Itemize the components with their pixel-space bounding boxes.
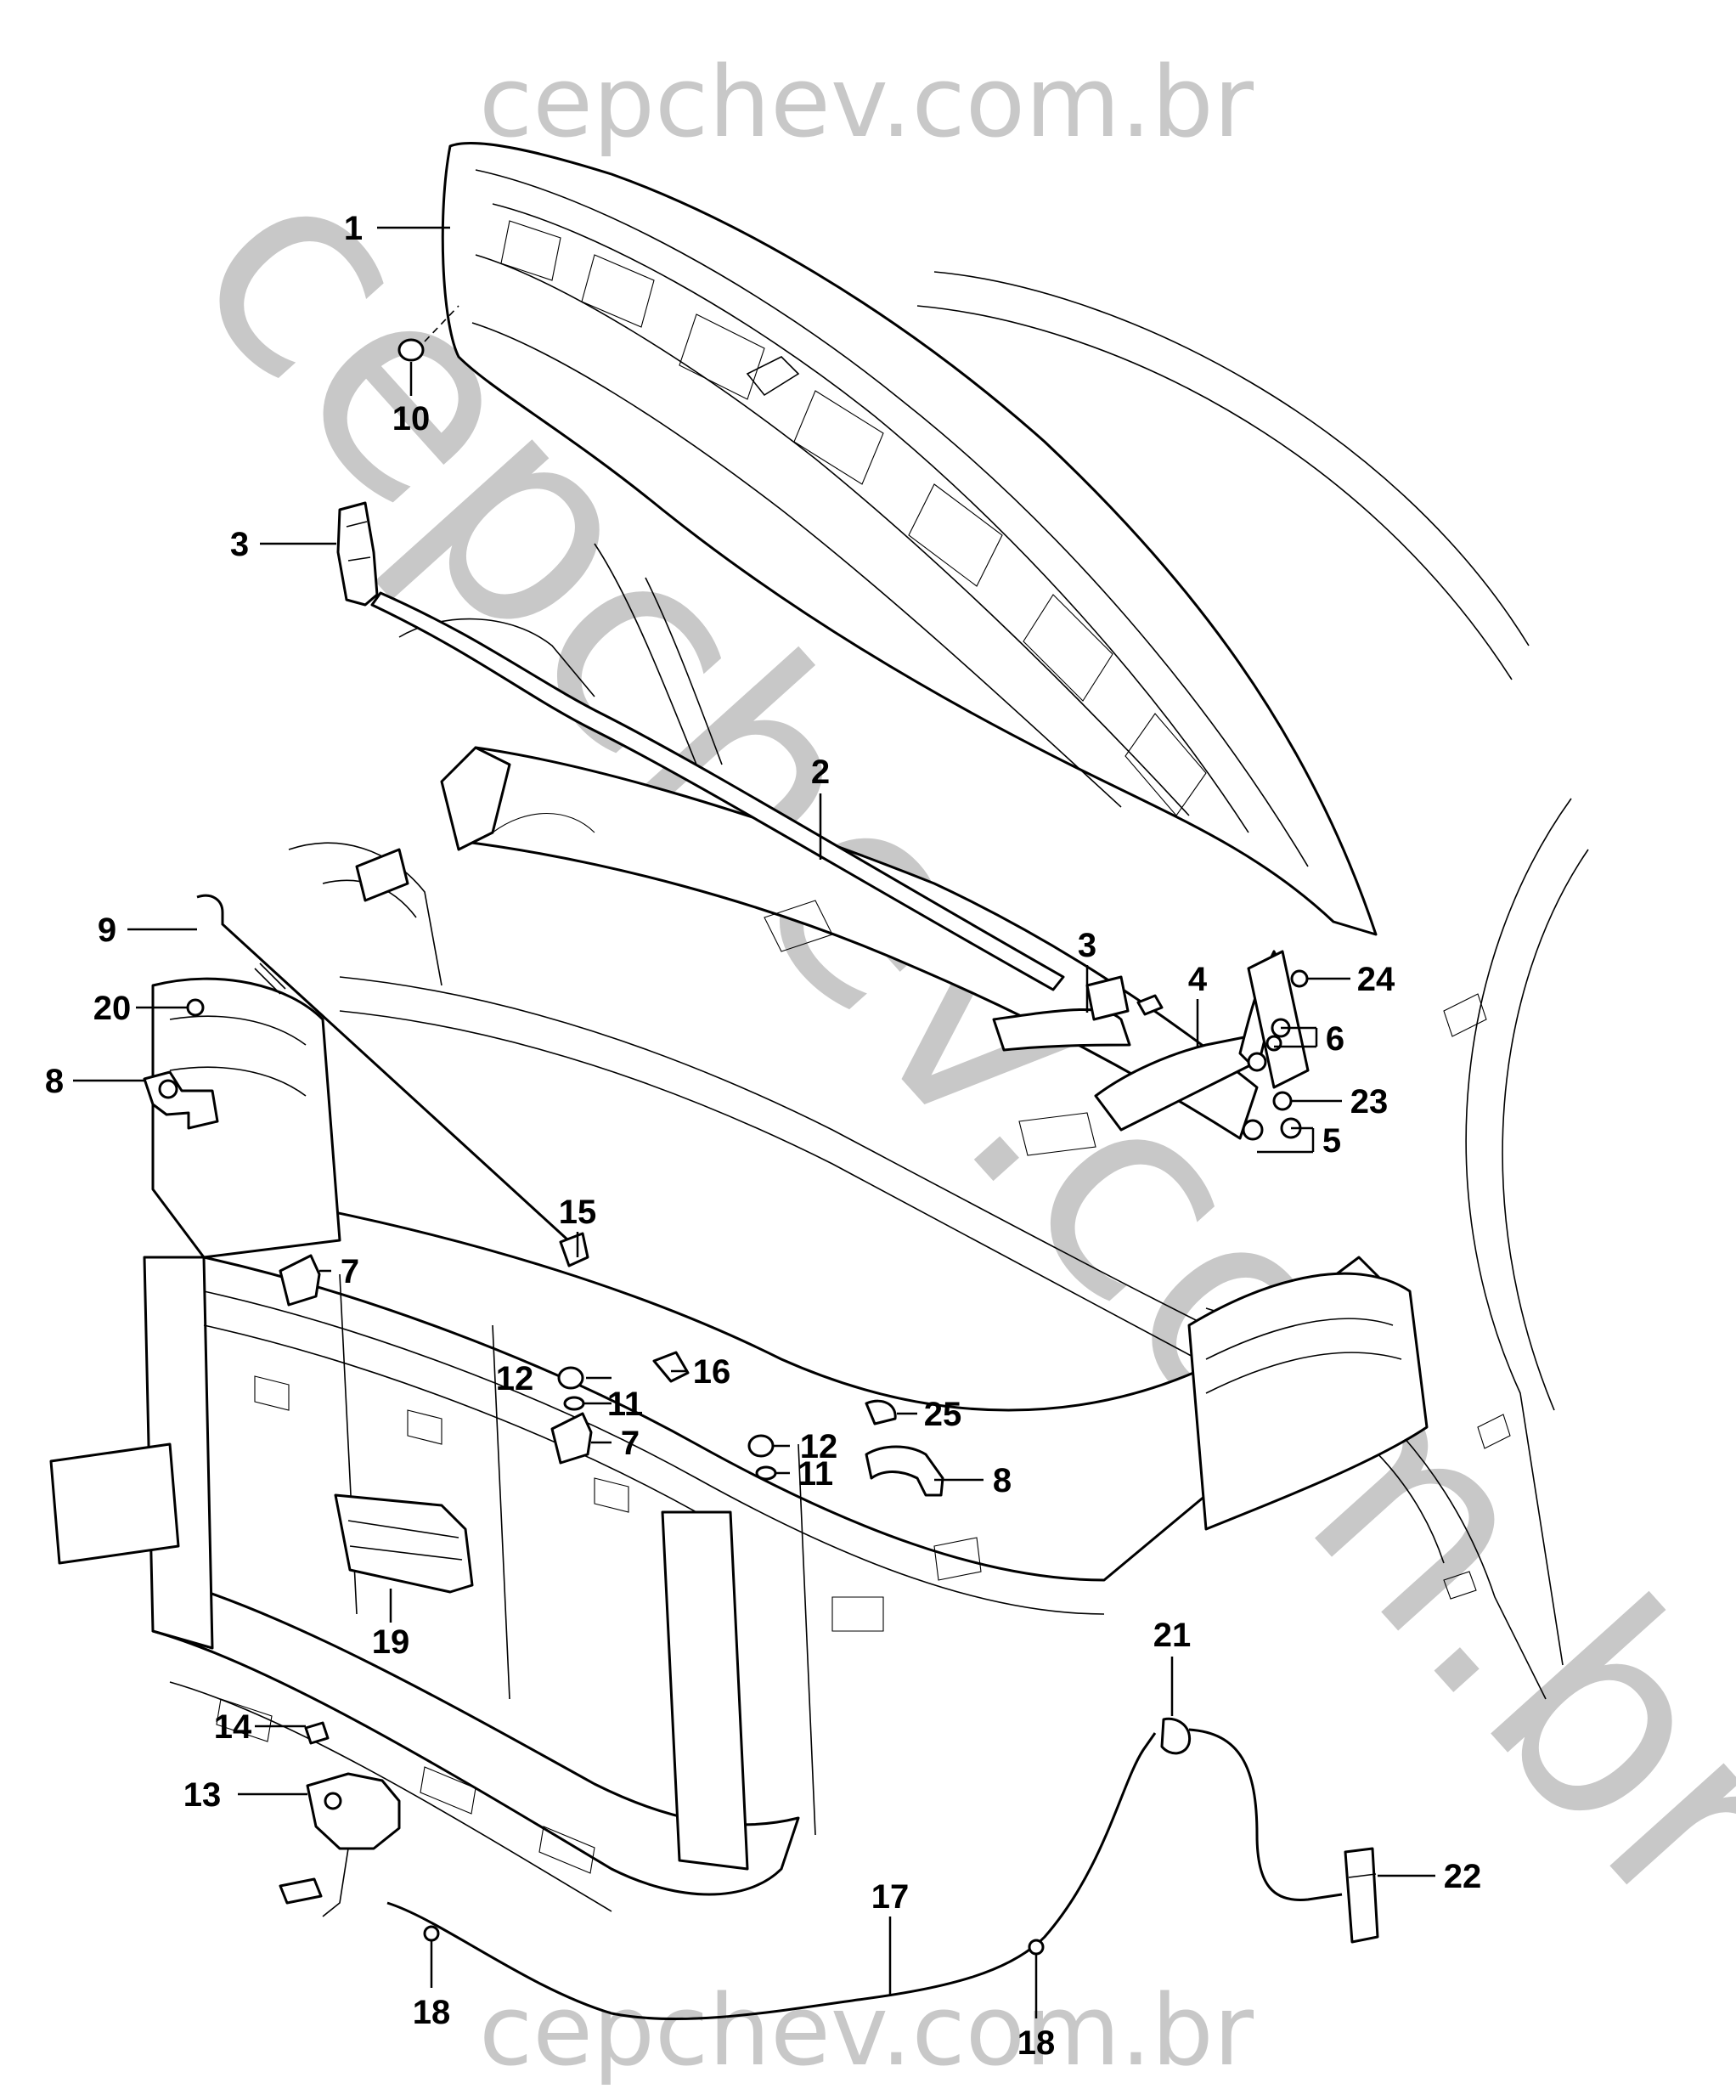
callout-12-left: 12 [496, 1360, 534, 1397]
callout-17: 17 [871, 1878, 910, 1916]
latch-bracket-right [865, 1445, 944, 1497]
callout-2: 2 [811, 754, 830, 791]
callout-23: 23 [1350, 1083, 1389, 1121]
watermark-top: cepchev.com.br [479, 46, 1254, 160]
watermark-bottom: cepchev.com.br [479, 1974, 1254, 2088]
small-parts [186, 998, 897, 1481]
hood-prop-rod [196, 894, 579, 1250]
callout-9: 9 [98, 912, 116, 949]
callout-16: 16 [693, 1353, 731, 1391]
callout-18-right: 18 [1017, 2024, 1056, 2062]
hood-bumper [397, 305, 459, 362]
callouts: 1 10 3 2 3 4 24 6 23 5 9 20 8 15 7 12 11… [45, 210, 1481, 2062]
leader-lines [73, 226, 1435, 2018]
left-apron [151, 746, 511, 1259]
front-end-structure [49, 1205, 1429, 1912]
hood-latch [279, 1772, 401, 1917]
callout-10: 10 [392, 400, 431, 438]
callout-20: 20 [93, 990, 132, 1027]
callout-15: 15 [559, 1194, 597, 1231]
callout-4: 4 [1188, 961, 1208, 998]
hood-bump-stop-left [143, 1070, 219, 1130]
callout-5: 5 [1322, 1122, 1341, 1160]
callout-7-lower: 7 [621, 1425, 640, 1462]
callout-8-right: 8 [993, 1462, 1012, 1499]
callout-11-left: 11 [607, 1386, 643, 1423]
callout-3-right: 3 [1078, 927, 1096, 964]
seal-clip-right [992, 975, 1131, 1052]
callout-11-right: 11 [798, 1455, 833, 1493]
callout-18-left: 18 [413, 1994, 451, 2031]
callout-13: 13 [183, 1776, 222, 1814]
callout-25: 25 [924, 1396, 962, 1433]
latch-bolt [304, 1721, 330, 1745]
callout-19: 19 [372, 1623, 410, 1661]
callout-12-right: 12 [800, 1428, 838, 1465]
callout-14: 14 [214, 1708, 252, 1746]
seal-clip-left [336, 501, 379, 607]
callout-21: 21 [1153, 1617, 1192, 1654]
callout-24: 24 [1357, 961, 1395, 998]
release-cable [386, 1717, 1379, 2021]
hood [441, 141, 1378, 936]
air-deflector [334, 1493, 474, 1594]
callout-3-left: 3 [230, 526, 249, 563]
callout-7-upper: 7 [341, 1253, 359, 1290]
callout-8-left: 8 [45, 1063, 64, 1100]
callout-22: 22 [1444, 1858, 1482, 1895]
callout-6: 6 [1326, 1020, 1344, 1058]
hood-seal [370, 591, 1065, 991]
callout-1: 1 [344, 210, 363, 247]
